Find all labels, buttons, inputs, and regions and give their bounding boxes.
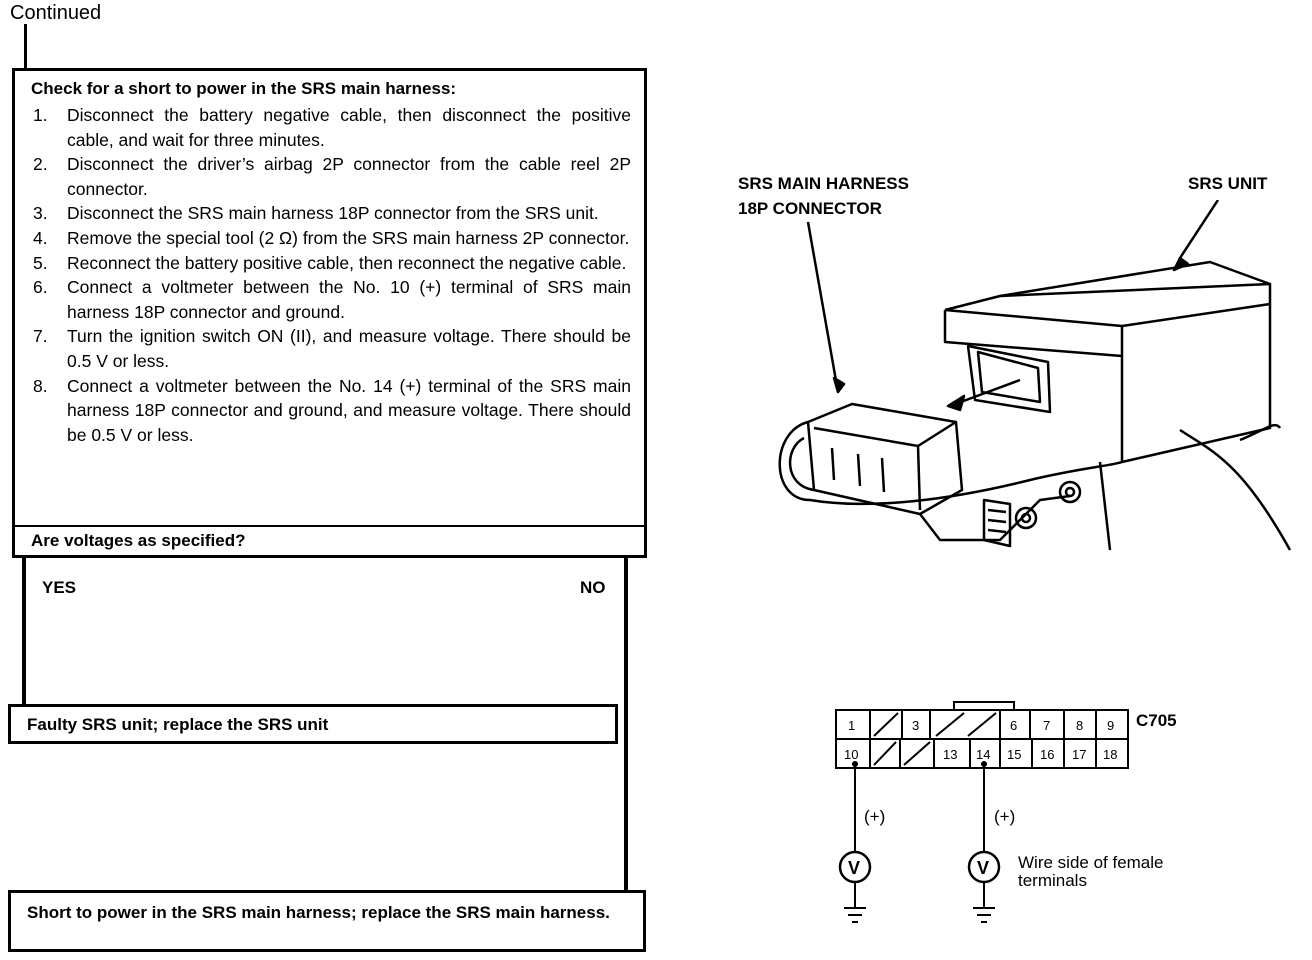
result-no-text: Short to power in the SRS main harness; … bbox=[27, 903, 610, 922]
connector-id: C705 bbox=[1136, 711, 1177, 730]
step-item: 5.Reconnect the battery positive cable, … bbox=[33, 252, 627, 273]
yes-label: YES bbox=[42, 578, 77, 597]
pin-9: 9 bbox=[1107, 718, 1114, 733]
label-srs-unit: SRS UNIT bbox=[1188, 174, 1268, 193]
pin-18: 18 bbox=[1103, 747, 1117, 762]
pin-13: 13 bbox=[943, 747, 957, 762]
pin-15: 15 bbox=[1007, 747, 1021, 762]
label-18p-connector: 18P CONNECTOR bbox=[738, 199, 882, 218]
result-yes-box: Faulty SRS unit; replace the SRS unit bbox=[8, 704, 618, 744]
pin-10: 10 bbox=[844, 747, 858, 762]
result-no-box: Short to power in the SRS main harness; … bbox=[8, 890, 646, 952]
no-label: NO bbox=[580, 578, 606, 597]
pin-7: 7 bbox=[1043, 718, 1050, 733]
pin-16: 16 bbox=[1040, 747, 1054, 762]
flow-line-top bbox=[24, 24, 27, 70]
page-heading: Continued bbox=[10, 2, 102, 24]
pin-14: 14 bbox=[976, 747, 990, 762]
check-box: Check for a short to power in the SRS ma… bbox=[12, 68, 647, 558]
step-item: 4.Remove the special tool (2 Ω) from the… bbox=[33, 227, 630, 248]
voltmeter-icon: V bbox=[848, 858, 860, 878]
voltmeter-icon: V bbox=[977, 858, 989, 878]
step-item: 8.Connect a voltmeter between the No. 14… bbox=[33, 375, 631, 445]
check-question: Are voltages as specified? bbox=[15, 525, 644, 555]
step-item: 2.Disconnect the driver’s airbag 2P conn… bbox=[33, 154, 631, 199]
polarity-label-2: (+) bbox=[994, 807, 1015, 826]
label-main-harness: SRS MAIN HARNESS bbox=[738, 174, 909, 193]
wire-side-note-2: terminals bbox=[1018, 871, 1087, 890]
step-item: 7.Turn the ignition switch ON (II), and … bbox=[33, 326, 631, 371]
step-item: 6.Connect a voltmeter between the No. 10… bbox=[33, 277, 631, 322]
check-title: Check for a short to power in the SRS ma… bbox=[31, 79, 457, 98]
pin-1: 1 bbox=[848, 718, 855, 733]
pin-6: 6 bbox=[1010, 718, 1017, 733]
step-item: 3.Disconnect the SRS main harness 18P co… bbox=[33, 203, 599, 224]
wire-side-note-1: Wire side of female bbox=[1018, 853, 1164, 872]
srs-unit-illustration bbox=[778, 200, 1292, 551]
connector-c705-diagram: 1 3 6 7 8 9 10 13 14 15 16 17 18 C705 (+… bbox=[835, 701, 1177, 923]
pin-8: 8 bbox=[1076, 718, 1083, 733]
flow-line-yes bbox=[22, 558, 26, 706]
step-item: 1.Disconnect the battery negative cable,… bbox=[33, 105, 631, 150]
pin-17: 17 bbox=[1072, 747, 1086, 762]
result-yes-text: Faulty SRS unit; replace the SRS unit bbox=[27, 715, 329, 734]
steps-list: 1.Disconnect the battery negative cable,… bbox=[25, 103, 631, 447]
polarity-label-1: (+) bbox=[864, 807, 885, 826]
pin-3: 3 bbox=[912, 718, 919, 733]
flow-line-no bbox=[624, 558, 628, 892]
